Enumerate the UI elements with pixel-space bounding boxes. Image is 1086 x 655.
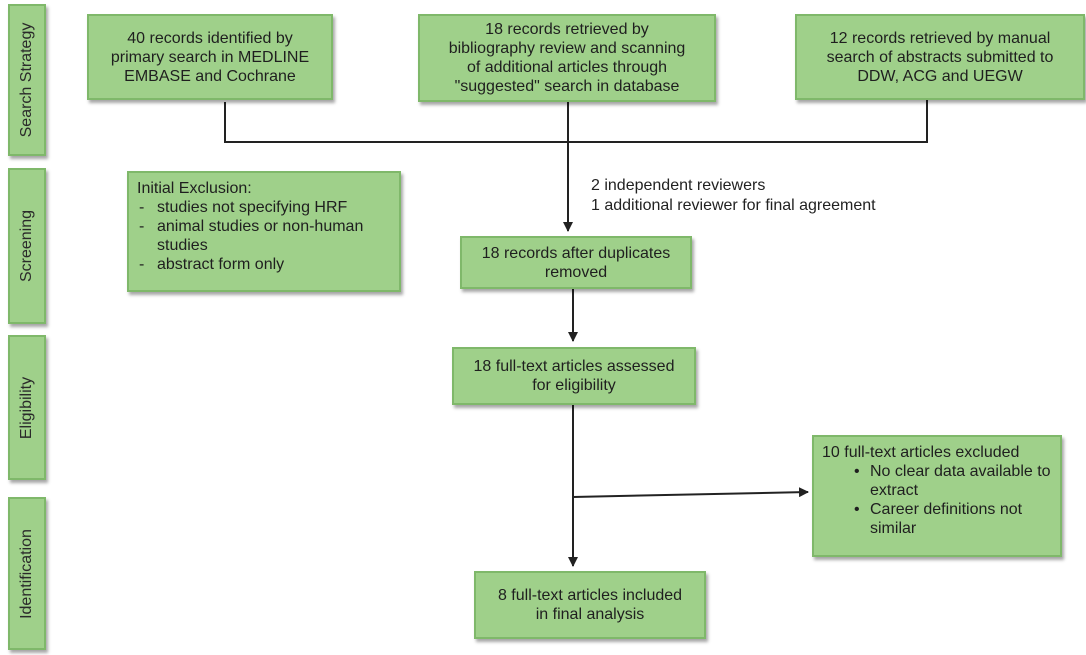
box-text: 12 records retrieved by manual search of… bbox=[826, 29, 1054, 85]
excluded-title: 10 full-text articles excluded bbox=[822, 444, 1020, 461]
initial-exclusion-list: studies not specifying HRF animal studie… bbox=[137, 198, 391, 274]
box-manual-search: 12 records retrieved by manual search of… bbox=[795, 14, 1085, 100]
box-text: 40 records identified by primary search … bbox=[110, 29, 310, 85]
list-item: Career definitions not similar bbox=[822, 500, 1052, 538]
box-included: 8 full-text articles included in final a… bbox=[474, 571, 706, 639]
list-item: studies not specifying HRF bbox=[137, 198, 391, 217]
stage-label: Eligibility bbox=[18, 376, 35, 439]
reviewer-note: 2 independent reviewers 1 additional rev… bbox=[591, 176, 876, 216]
stage-screening: Screening bbox=[8, 168, 46, 324]
list-item: animal studies or non-human studies bbox=[137, 217, 391, 255]
box-bibliography-review: 18 records retrieved by bibliography rev… bbox=[418, 14, 716, 102]
box-duplicates-removed: 18 records after duplicates removed bbox=[460, 236, 692, 289]
stage-label: Identification bbox=[18, 528, 35, 619]
arrow-to-excluded bbox=[572, 487, 809, 498]
stage-identification: Identification bbox=[8, 497, 46, 650]
box-initial-exclusion: Initial Exclusion: studies not specifyin… bbox=[127, 171, 401, 292]
list-item: abstract form only bbox=[137, 255, 391, 274]
initial-exclusion-title: Initial Exclusion: bbox=[137, 180, 252, 197]
box-text: 18 records retrieved by bibliography rev… bbox=[448, 21, 686, 95]
reviewer-note-line: 1 additional reviewer for final agreemen… bbox=[591, 197, 876, 214]
box-text: 8 full-text articles included in final a… bbox=[497, 587, 683, 623]
stage-label: Search Strategy bbox=[18, 22, 35, 138]
list-item: No clear data available to extract bbox=[822, 462, 1052, 500]
reviewer-note-line: 2 independent reviewers bbox=[591, 177, 766, 194]
box-full-text-assessed: 18 full-text articles assessed for eligi… bbox=[452, 347, 696, 405]
stage-search-strategy: Search Strategy bbox=[8, 4, 46, 156]
box-primary-search: 40 records identified by primary search … bbox=[87, 14, 333, 100]
box-full-text-excluded: 10 full-text articles excluded No clear … bbox=[812, 435, 1062, 557]
stage-label: Screening bbox=[18, 209, 35, 283]
box-text: 18 full-text articles assessed for eligi… bbox=[473, 358, 675, 394]
stage-eligibility: Eligibility bbox=[8, 335, 46, 480]
excluded-reasons-list: No clear data available to extract Caree… bbox=[822, 462, 1052, 538]
merge-connector bbox=[224, 100, 928, 143]
box-text: 18 records after duplicates removed bbox=[481, 244, 671, 281]
